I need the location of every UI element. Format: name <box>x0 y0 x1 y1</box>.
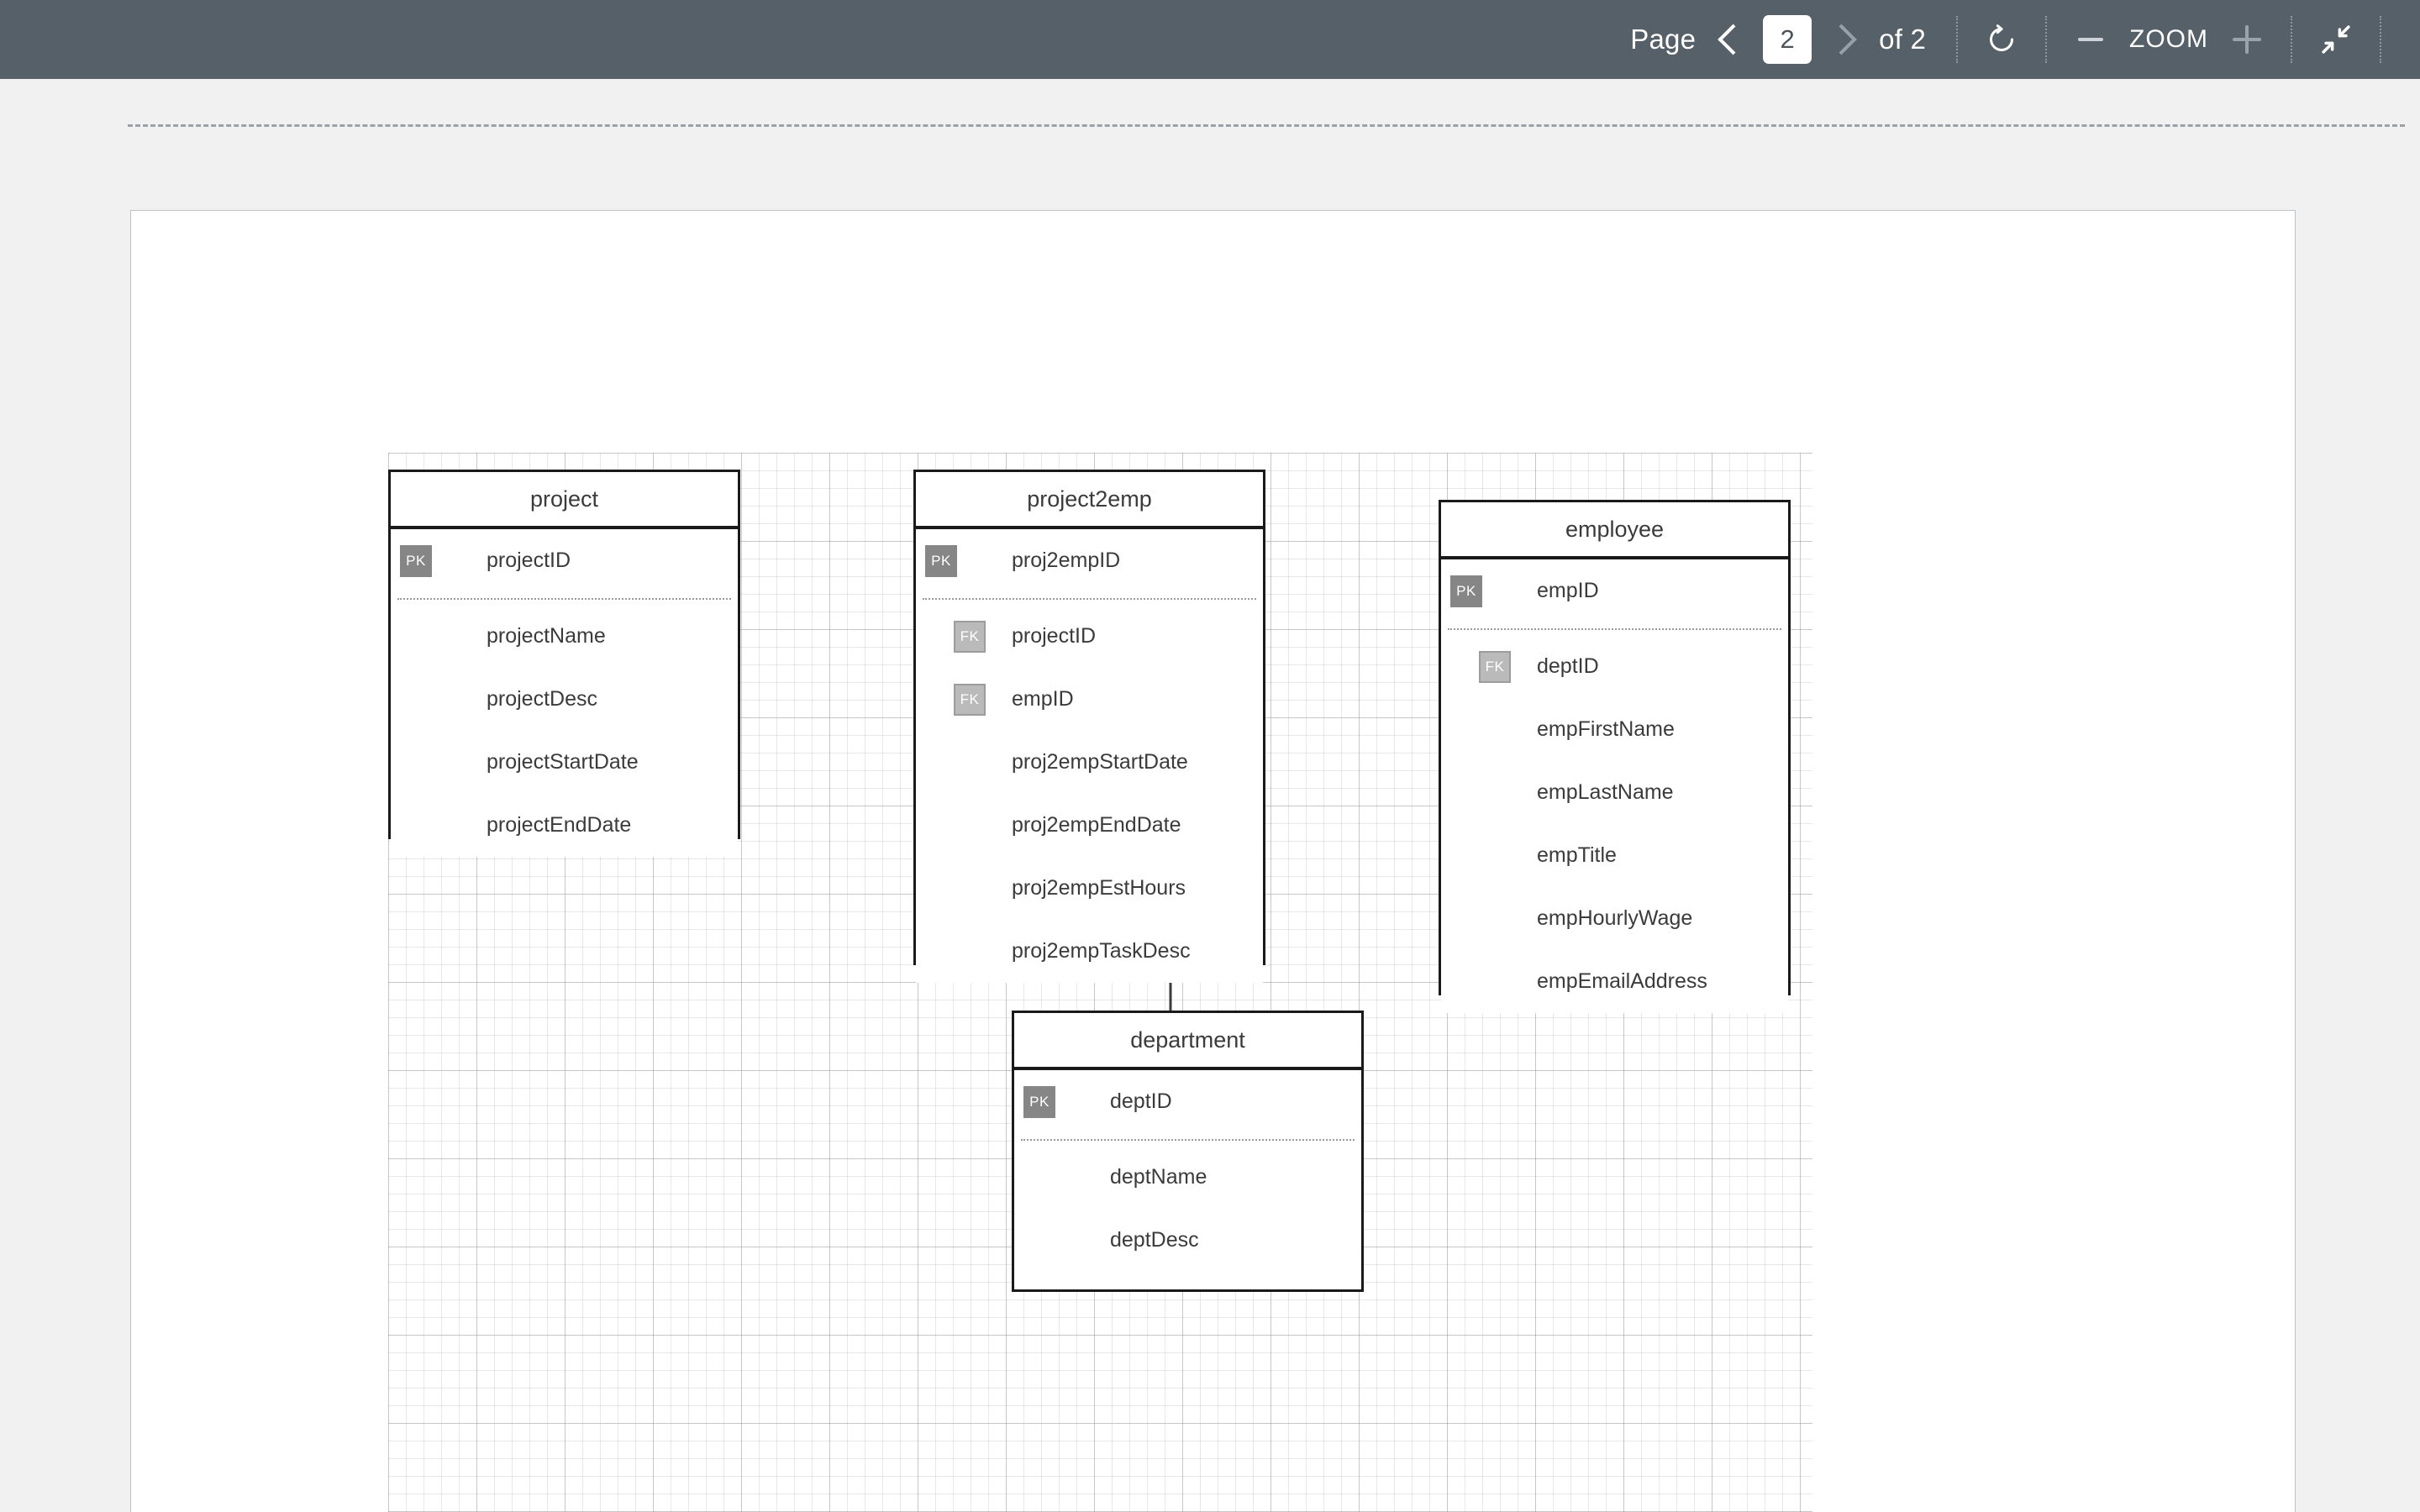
attribute-name: projectEndDate <box>487 813 632 837</box>
attribute-name: proj2empStartDate <box>1012 750 1188 774</box>
attribute-row[interactable]: PK projectID <box>391 529 738 592</box>
attribute-row[interactable]: proj2empStartDate <box>916 731 1263 794</box>
attribute-row[interactable]: proj2empTaskDesc <box>916 920 1263 983</box>
attribute-row[interactable]: PK proj2empID <box>916 529 1263 592</box>
entity-title-project2emp: project2emp <box>916 472 1263 529</box>
pk-badge: PK <box>1450 575 1482 607</box>
toolbar-divider-3 <box>2291 16 2292 63</box>
rotate-refresh-icon[interactable] <box>1976 14 2027 65</box>
fk-badge: FK <box>1479 650 1511 683</box>
fit-to-screen-button[interactable] <box>2311 14 2361 65</box>
attribute-row[interactable]: FK deptID <box>1441 635 1788 698</box>
zoom-label: ZOOM <box>2129 25 2208 53</box>
toolbar-divider-1 <box>1956 16 1958 63</box>
attribute-row[interactable]: FK projectID <box>916 605 1263 668</box>
attribute-row[interactable]: proj2empEndDate <box>916 794 1263 857</box>
attribute-row[interactable]: empTitle <box>1441 824 1788 887</box>
pk-divider <box>1448 628 1781 630</box>
attribute-row[interactable]: empEmailAddress <box>1441 950 1788 1013</box>
pk-divider <box>1021 1139 1355 1141</box>
attribute-row[interactable]: proj2empEstHours <box>916 857 1263 920</box>
page-number-input[interactable] <box>1763 15 1812 64</box>
attribute-row[interactable]: empHourlyWage <box>1441 887 1788 950</box>
entity-project[interactable]: project PK projectID projectName project… <box>388 470 740 857</box>
attribute-row[interactable]: PK empID <box>1441 559 1788 622</box>
entity-body-employee: PK empID FK deptID empFirstName empLastN… <box>1441 559 1788 1013</box>
entity-title-department: department <box>1014 1013 1361 1070</box>
attribute-name: deptID <box>1537 654 1599 678</box>
attribute-name: projectDesc <box>487 687 597 711</box>
attribute-row[interactable]: empLastName <box>1441 761 1788 824</box>
attribute-name: projectName <box>487 624 606 648</box>
attribute-name: projectStartDate <box>487 750 639 774</box>
attribute-row[interactable]: PK deptID <box>1014 1070 1361 1133</box>
entity-title-employee: employee <box>1441 502 1788 559</box>
toolbar-divider-4 <box>2380 16 2381 63</box>
pk-badge: PK <box>400 544 432 577</box>
attribute-name: proj2empTaskDesc <box>1012 939 1191 963</box>
entity-title-project: project <box>391 472 738 529</box>
attribute-name: deptDesc <box>1110 1228 1199 1252</box>
pk-badge: PK <box>1023 1085 1055 1118</box>
attribute-name: empID <box>1012 687 1074 711</box>
entity-body-project: PK projectID projectName projectDesc pro… <box>391 529 738 857</box>
attribute-row[interactable]: FK empID <box>916 668 1263 731</box>
attribute-name: empHourlyWage <box>1537 906 1693 930</box>
entity-body-project2emp: PK proj2empID FK projectID FK empID proj… <box>916 529 1263 983</box>
page-navigation-group: Page of 2 <box>1618 0 1938 79</box>
zoom-in-button[interactable] <box>2222 14 2272 65</box>
attribute-row[interactable]: projectStartDate <box>391 731 738 794</box>
next-page-button[interactable] <box>1820 16 1867 63</box>
plus-icon <box>2233 25 2261 54</box>
attribute-name: empFirstName <box>1537 717 1675 741</box>
attribute-row[interactable]: deptName <box>1014 1146 1361 1209</box>
attribute-name: projectID <box>487 549 571 572</box>
attribute-name: deptName <box>1110 1165 1207 1189</box>
entity-department[interactable]: department PK deptID deptName deptDesc <box>1012 1011 1364 1292</box>
attribute-row[interactable]: empFirstName <box>1441 698 1788 761</box>
entity-employee[interactable]: employee PK empID FK deptID empFirstName… <box>1439 500 1791 1013</box>
attribute-row[interactable]: deptDesc <box>1014 1209 1361 1272</box>
ruler-dashed-line <box>128 124 2405 127</box>
attribute-row[interactable]: projectEndDate <box>391 794 738 857</box>
attribute-name: empID <box>1537 579 1599 602</box>
attribute-name: empEmailAddress <box>1537 969 1707 993</box>
pk-divider <box>923 598 1256 600</box>
pk-divider <box>397 598 731 600</box>
fk-badge: FK <box>954 620 986 653</box>
page-label: Page <box>1630 24 1697 55</box>
attribute-name: proj2empID <box>1012 549 1121 572</box>
entity-body-department: PK deptID deptName deptDesc <box>1014 1070 1361 1272</box>
zoom-out-button[interactable] <box>2065 14 2116 65</box>
minus-icon <box>2078 38 2103 41</box>
attribute-name: proj2empEndDate <box>1012 813 1181 837</box>
attribute-name: empLastName <box>1537 780 1674 804</box>
entity-project2emp[interactable]: project2emp PK proj2empID FK projectID F… <box>913 470 1265 983</box>
previous-page-button[interactable] <box>1707 16 1754 63</box>
total-pages-label: of 2 <box>1879 24 1926 55</box>
attribute-name: proj2empEstHours <box>1012 876 1186 900</box>
pdf-viewer-toolbar: Page of 2 ZOOM <box>0 0 2420 79</box>
pk-badge: PK <box>925 544 957 577</box>
toolbar-divider-2 <box>2045 16 2047 63</box>
attribute-name: projectID <box>1012 624 1097 648</box>
document-page: project PK projectID projectName project… <box>130 210 2296 1512</box>
fk-badge: FK <box>954 683 986 716</box>
attribute-row[interactable]: projectDesc <box>391 668 738 731</box>
attribute-name: deptID <box>1110 1089 1172 1113</box>
attribute-name: empTitle <box>1537 843 1617 867</box>
attribute-row[interactable]: projectName <box>391 605 738 668</box>
